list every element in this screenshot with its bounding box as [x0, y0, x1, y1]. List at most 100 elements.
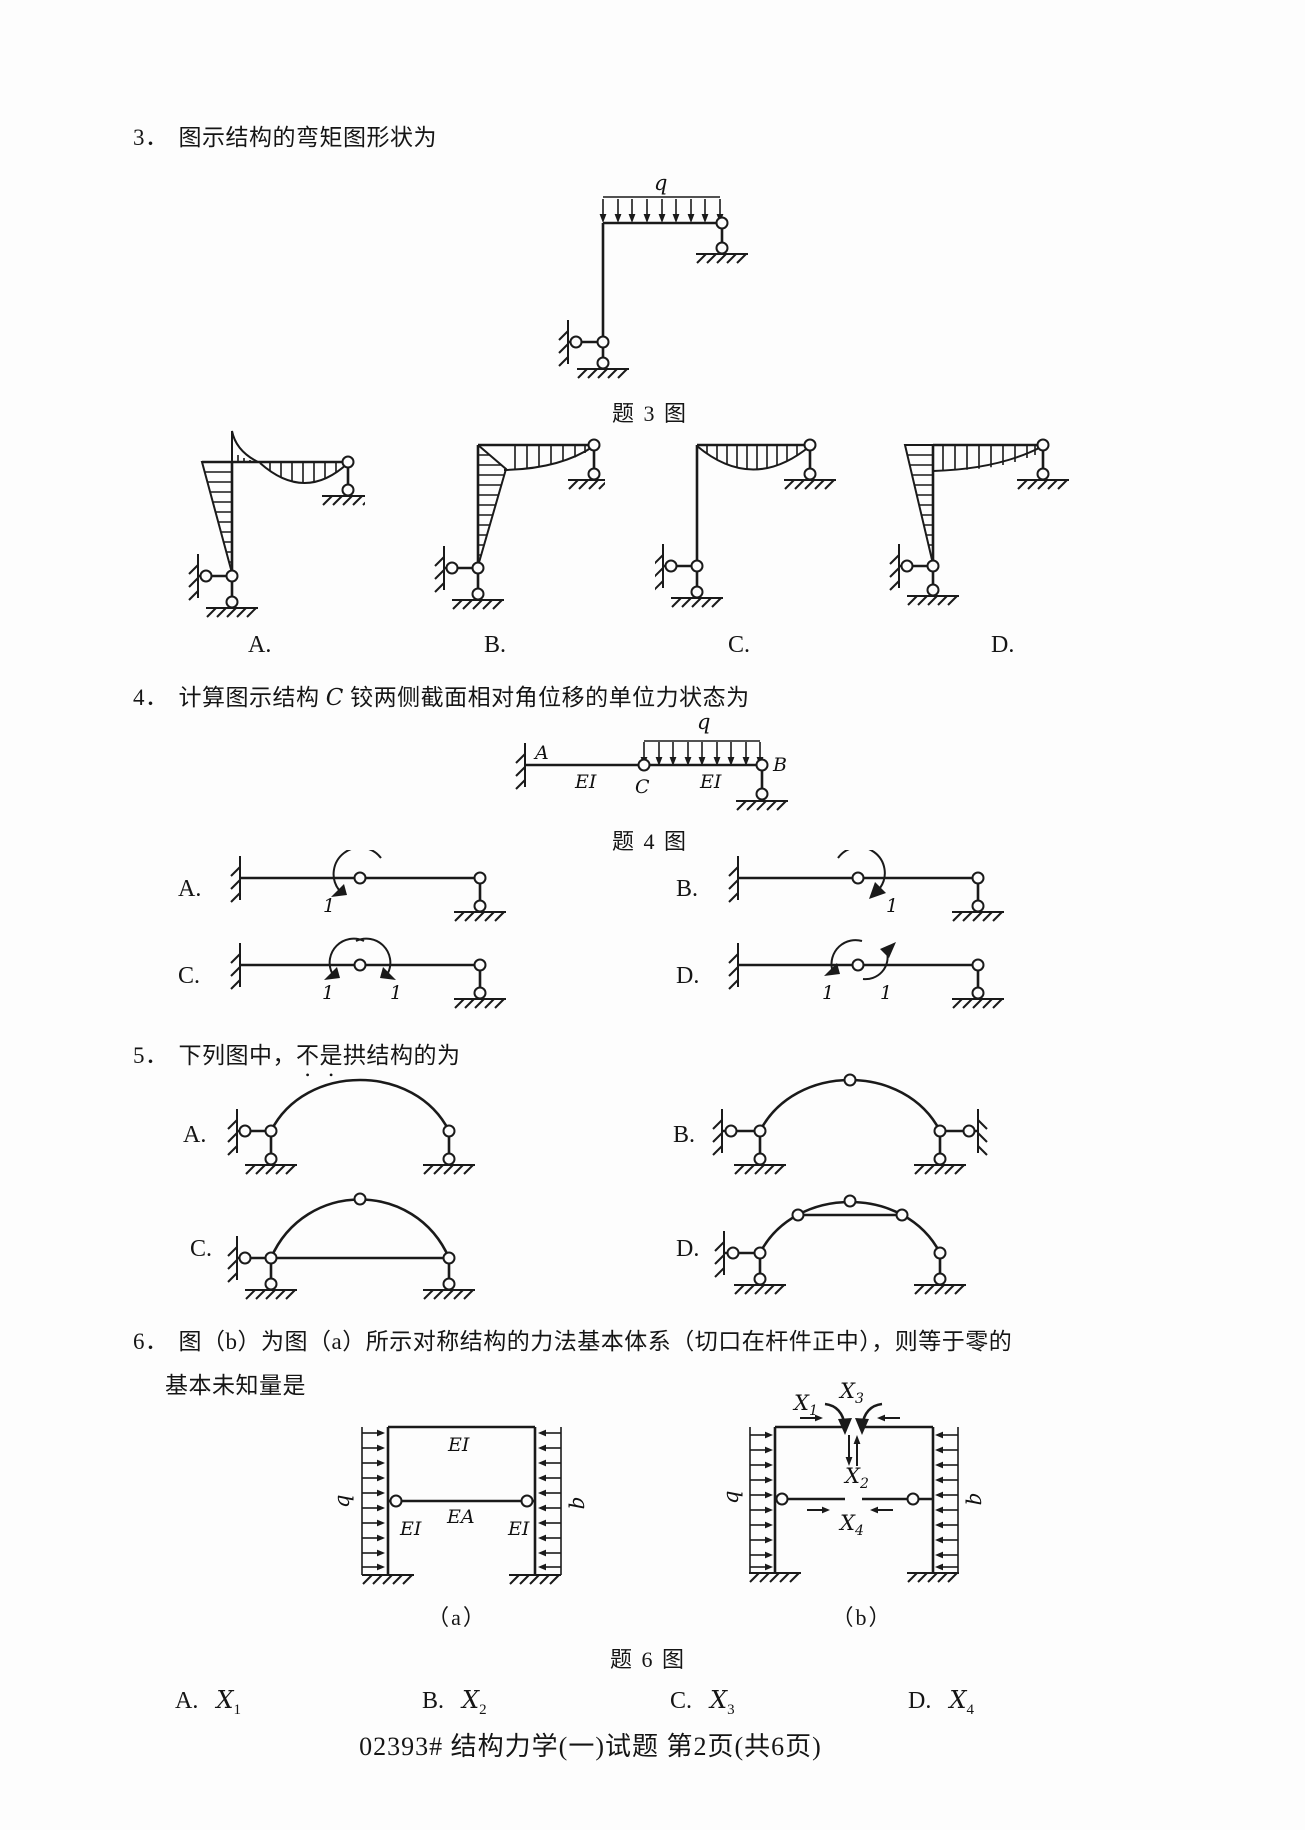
q3-structure-figure: q	[558, 171, 749, 379]
q3-frame-members	[568, 221, 724, 359]
unit-moment-arrow	[331, 850, 382, 897]
arch-member	[758, 1078, 942, 1132]
q5-option-a-figure	[227, 1078, 476, 1175]
supports	[188, 455, 365, 618]
q-left-label: q	[719, 1491, 743, 1504]
x2-label: X2	[843, 1464, 869, 1492]
unit-value: 1	[886, 895, 898, 917]
q6-option-d: D.X4	[908, 1686, 974, 1718]
q3-option-c-label: C.	[728, 632, 751, 658]
q3-distributed-load	[598, 196, 725, 224]
moment-diagram	[696, 445, 811, 471]
q6-figure-a: EI EA EI EI q q	[330, 1425, 592, 1585]
q3-heading: 3． 图示结构的弯矩图形状为	[133, 118, 437, 152]
supports	[889, 438, 1070, 606]
q5-text-before: 下列图中，	[178, 1043, 296, 1068]
q5-text-after: 拱结构的为	[343, 1043, 461, 1068]
q3-text: 图示结构的弯矩图形状为	[178, 125, 437, 150]
q4-number: 4．	[133, 685, 169, 710]
load-label: q	[697, 715, 710, 734]
ei-right-label: EI	[699, 771, 722, 793]
q4-option-b-figure: 1	[728, 850, 1005, 922]
arch-member	[269, 1198, 451, 1259]
ea-label: EA	[446, 1506, 475, 1528]
q6-heading-line2: 基本未知量是	[165, 1366, 306, 1400]
q4-option-a-label: A.	[178, 876, 202, 902]
frame-members	[773, 1425, 935, 1573]
unit-value: 1	[390, 982, 402, 1004]
q6-figure-caption: 题 6 图	[609, 1647, 686, 1672]
q4-text-before: 计算图示结构	[178, 685, 326, 710]
frame-members	[198, 460, 350, 597]
node-b-label: B	[772, 754, 787, 776]
q4-structure-figure: q A B C EI EI	[515, 715, 789, 811]
q6-option-a: A.X1	[175, 1686, 241, 1718]
q6-figure-b-caption: （b）	[831, 1605, 893, 1630]
supports	[434, 438, 605, 610]
arch-member	[758, 1200, 942, 1254]
q4-option-a-figure: 1	[230, 850, 507, 922]
supports	[515, 742, 789, 811]
unit-value: 1	[880, 982, 892, 1004]
q-left-label: q	[330, 1495, 354, 1508]
q4-figure-caption: 题 4 图	[611, 829, 688, 854]
q3-option-a-figure	[188, 430, 365, 618]
q3-option-d-figure	[889, 438, 1070, 606]
q6-text-line2: 基本未知量是	[165, 1373, 306, 1398]
unit-value: 1	[322, 982, 334, 1004]
q4-option-d-figure: 1 1	[728, 939, 1005, 1009]
x4-label: X4	[838, 1511, 864, 1539]
distributed-load	[639, 740, 765, 767]
x3-label: X3	[838, 1380, 864, 1407]
right-distributed-load	[537, 1427, 562, 1575]
unit-value: 1	[323, 895, 335, 917]
q5-option-b-label: B.	[673, 1122, 696, 1148]
q5-option-c-label: C.	[190, 1236, 213, 1262]
q5-option-a-label: A.	[183, 1122, 207, 1148]
x2-force-arrows	[845, 1435, 861, 1466]
q3-option-b-figure	[434, 438, 605, 610]
q6-figure-a-caption: （a）	[427, 1605, 487, 1630]
q5-option-c-figure	[227, 1192, 476, 1300]
q4-text-after: 铰两侧截面相对角位移的单位力状态为	[343, 685, 750, 710]
x3-moment-arrows	[824, 1402, 883, 1435]
node-a-label: A	[533, 742, 549, 764]
q3-option-a-label: A.	[248, 632, 272, 658]
q4-option-b-label: B.	[676, 876, 699, 902]
q5-option-b-figure	[712, 1073, 988, 1175]
moment-diagram	[477, 444, 595, 567]
supports	[655, 438, 837, 608]
q3-supports	[558, 216, 749, 379]
q5-number: 5．	[133, 1043, 169, 1068]
q3-number: 3．	[133, 125, 169, 150]
ei-top-label: EI	[447, 1434, 470, 1456]
arch-member	[269, 1078, 451, 1132]
q3-figure-caption: 题 3 图	[611, 401, 688, 426]
q3-load-label: q	[654, 171, 667, 195]
ei-left-label: EI	[574, 771, 597, 793]
right-distributed-load	[934, 1427, 959, 1573]
q6-number: 6．	[133, 1329, 169, 1354]
q6-option-c: C.X3	[670, 1686, 735, 1718]
page-footer: 02393# 结构力学(一)试题 第2页(共6页)	[359, 1732, 822, 1761]
q-right-label: q	[965, 1492, 989, 1505]
left-distributed-load	[361, 1427, 386, 1575]
q3-option-d-label: D.	[991, 632, 1015, 658]
q6-figure-b: X1 X3 X2 X4 q q	[719, 1380, 989, 1583]
q3-option-b-label: B.	[484, 632, 507, 658]
x1-label: X1	[792, 1391, 818, 1419]
q4-option-c-figure: 1 1	[230, 937, 507, 1009]
frame-members	[444, 443, 596, 589]
q6-text-line1: 图（b）为图（a）所示对称结构的力法基本体系（切口在杆件正中），则等于零的	[178, 1329, 1013, 1354]
q5-heading: 5．下列图中，不是拱结构的为	[133, 1036, 461, 1082]
q4-option-c-label: C.	[178, 963, 201, 989]
q6-heading-line1: 6． 图（b）为图（a）所示对称结构的力法基本体系（切口在杆件正中），则等于零的	[133, 1322, 1012, 1356]
node-c-label: C	[635, 776, 650, 798]
moment-diagram	[903, 444, 1044, 565]
unit-moment-arrows	[824, 939, 896, 981]
unit-value: 1	[822, 982, 834, 1004]
q4-option-d-label: D.	[676, 963, 700, 989]
q4-heading: 4．计算图示结构 C 铰两侧截面相对角位移的单位力状态为	[133, 678, 750, 712]
frame-members	[386, 1425, 537, 1575]
